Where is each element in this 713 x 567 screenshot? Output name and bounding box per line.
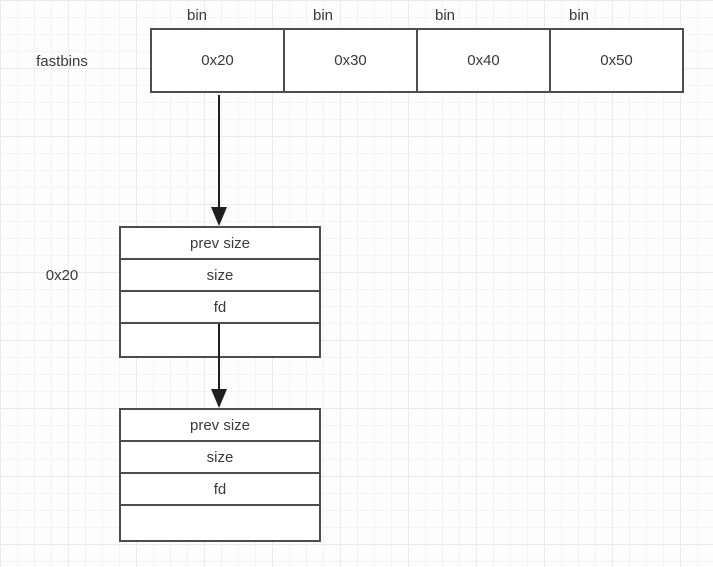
chunk-size-label: 0x20 <box>45 267 79 284</box>
chunk-row-prev-size: prev size <box>121 410 319 442</box>
bin-header: bin <box>568 7 590 24</box>
fastbins-label: fastbins <box>36 53 88 70</box>
chunk-box-1: prev size size fd <box>119 226 321 358</box>
bin-cell: 0x30 <box>285 30 418 91</box>
chunk-box-2: prev size size fd <box>119 408 321 542</box>
chunk-row-fd: fd <box>121 474 319 506</box>
arrow-head-icon <box>211 389 227 408</box>
chunk-row-size: size <box>121 442 319 474</box>
bin-cell: 0x40 <box>418 30 551 91</box>
fastbin-array: 0x20 0x30 0x40 0x50 <box>150 28 684 93</box>
chunk-row-size: size <box>121 260 319 292</box>
arrow-head-icon <box>211 207 227 226</box>
bin-cell: 0x20 <box>152 30 285 91</box>
arrow-line <box>218 324 220 392</box>
chunk-row-empty <box>121 324 319 356</box>
bin-header: bin <box>434 7 456 24</box>
bin-header: bin <box>312 7 334 24</box>
arrow-line <box>218 95 220 209</box>
chunk-row-prev-size: prev size <box>121 228 319 260</box>
bin-cell: 0x50 <box>600 52 633 69</box>
chunk-row-fd: fd <box>121 292 319 324</box>
bin-header: bin <box>186 7 208 24</box>
chunk-row-empty <box>121 506 319 540</box>
